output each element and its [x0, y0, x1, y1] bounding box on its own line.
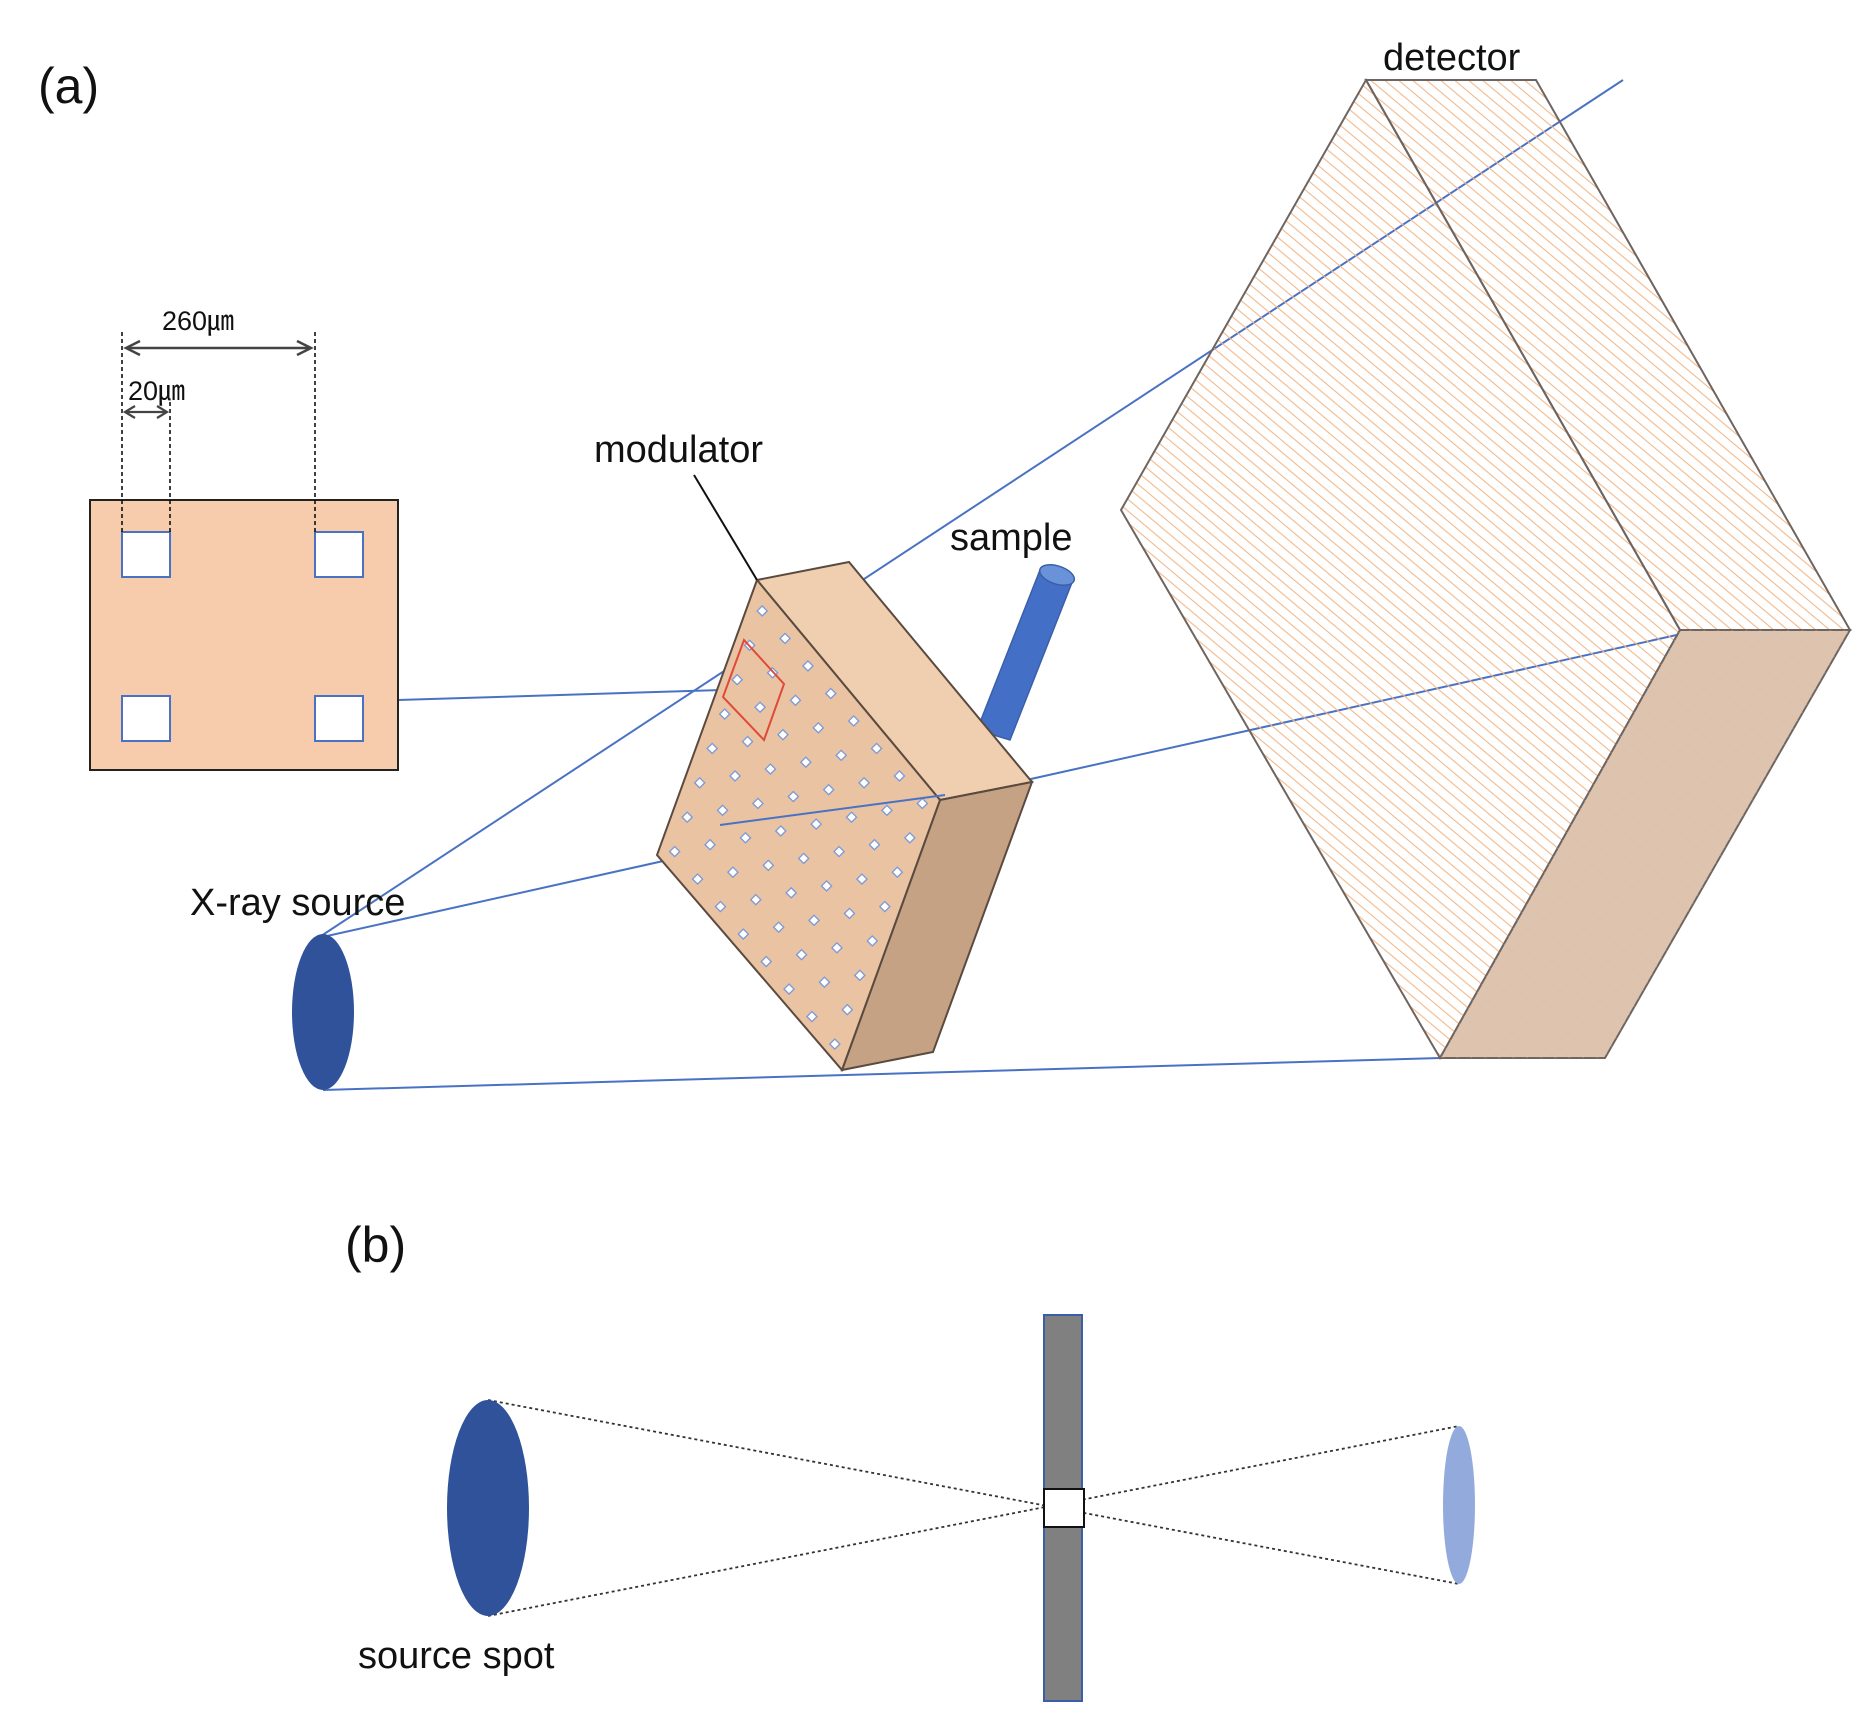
modulator-aperture — [916, 797, 929, 810]
detector-label: detector — [1383, 37, 1521, 79]
modulator-inset-highlight — [721, 638, 786, 742]
modulator-aperture — [801, 659, 814, 672]
modulator-aperture — [878, 900, 891, 913]
source-spot-label: source spot — [358, 1635, 555, 1677]
xray-source-label: X-ray source — [190, 882, 405, 924]
modulator-aperture — [751, 797, 764, 810]
modulator-aperture — [718, 708, 731, 721]
xray-source-spot — [292, 934, 354, 1090]
modulator-aperture — [853, 969, 866, 982]
mask-lower-bar — [1043, 1526, 1083, 1702]
modulator-aperture — [903, 831, 916, 844]
sample-label: sample — [950, 517, 1073, 559]
modulator-aperture — [812, 721, 825, 734]
modulator-aperture — [749, 893, 762, 906]
sample-rod — [976, 564, 1076, 741]
modulator-aperture — [785, 886, 798, 899]
modulator-aperture — [866, 934, 879, 947]
modulator-aperture — [783, 983, 796, 996]
modulator-aperture — [828, 1038, 841, 1051]
modulator-aperture — [818, 976, 831, 989]
modulator-aperture — [820, 879, 833, 892]
pitch-dimension-label: 260㎛ — [162, 306, 234, 336]
modulator-aperture — [855, 873, 868, 886]
modulator-aperture — [847, 714, 860, 727]
mask-upper-bar — [1043, 1314, 1083, 1490]
modulator-beam-overlay — [719, 794, 946, 826]
modulator-aperture — [731, 673, 744, 686]
modulator-aperture — [808, 914, 821, 927]
modulator-aperture — [824, 687, 837, 700]
modulator-aperture — [774, 824, 787, 837]
modulator-aperture — [835, 749, 848, 762]
inset-aperture — [121, 531, 171, 578]
modulator-aperture — [797, 852, 810, 865]
modulator-aperture — [858, 776, 871, 789]
modulator-aperture — [729, 769, 742, 782]
modulator-aperture — [716, 804, 729, 817]
modulator-aperture — [704, 838, 717, 851]
modulator-aperture — [776, 728, 789, 741]
modulator-aperture — [739, 831, 752, 844]
modulator-aperture — [764, 763, 777, 776]
modulator-aperture — [805, 1010, 818, 1023]
modulator-aperture — [706, 742, 719, 755]
modulator-inset: 260㎛ 20㎛ — [89, 306, 399, 771]
modulator-aperture — [726, 866, 739, 879]
aperture-dimension-arrow — [122, 405, 170, 419]
modulator-aperture — [833, 845, 846, 858]
modulator-aperture — [779, 632, 792, 645]
panel-a-label: (a) — [38, 58, 99, 114]
modulator-aperture — [787, 790, 800, 803]
modulator-aperture — [810, 818, 823, 831]
modulator-aperture — [756, 604, 769, 617]
modulator-aperture — [830, 941, 843, 954]
modulator-aperture — [772, 921, 785, 934]
modulator-aperture — [841, 1003, 854, 1016]
inset-aperture — [314, 531, 364, 578]
pitch-dimension-arrow — [123, 339, 314, 357]
modulator-label: modulator — [594, 429, 763, 471]
modulator-aperture — [789, 694, 802, 707]
modulator-aperture — [714, 900, 727, 913]
modulator-aperture — [760, 955, 773, 968]
modulator-aperture — [691, 873, 704, 886]
modulator-aperture — [754, 701, 767, 714]
source-spot — [447, 1400, 529, 1616]
modulator-aperture — [681, 811, 694, 824]
modulator-aperture — [737, 928, 750, 941]
modulator-aperture — [693, 776, 706, 789]
inset-aperture — [314, 695, 364, 742]
modulator-aperture — [868, 838, 881, 851]
modulator-aperture — [799, 756, 812, 769]
panel-b-label: (b) — [345, 1217, 406, 1273]
modulator-aperture — [891, 866, 904, 879]
modulator-aperture — [762, 859, 775, 872]
projected-source-image — [1443, 1426, 1475, 1584]
modulator-aperture — [893, 769, 906, 782]
modulator-aperture — [668, 845, 681, 858]
modulator-aperture — [741, 735, 754, 748]
modulator-aperture — [880, 804, 893, 817]
modulator-aperture — [843, 907, 856, 920]
aperture-dimension-label: 20㎛ — [128, 376, 185, 406]
modulator-leader-line — [693, 474, 758, 581]
modulator-block — [655, 560, 1034, 1072]
aperture-mask — [1043, 1314, 1085, 1702]
pinhole-projection-lines — [487, 1399, 1460, 1617]
mask-aperture — [1043, 1488, 1085, 1528]
modulator-aperture — [845, 811, 858, 824]
modulator-aperture — [822, 783, 835, 796]
dimension-guides — [121, 332, 316, 532]
detector-block — [1119, 77, 1852, 1061]
inset-aperture — [121, 695, 171, 742]
modulator-aperture — [795, 948, 808, 961]
modulator-aperture — [870, 742, 883, 755]
